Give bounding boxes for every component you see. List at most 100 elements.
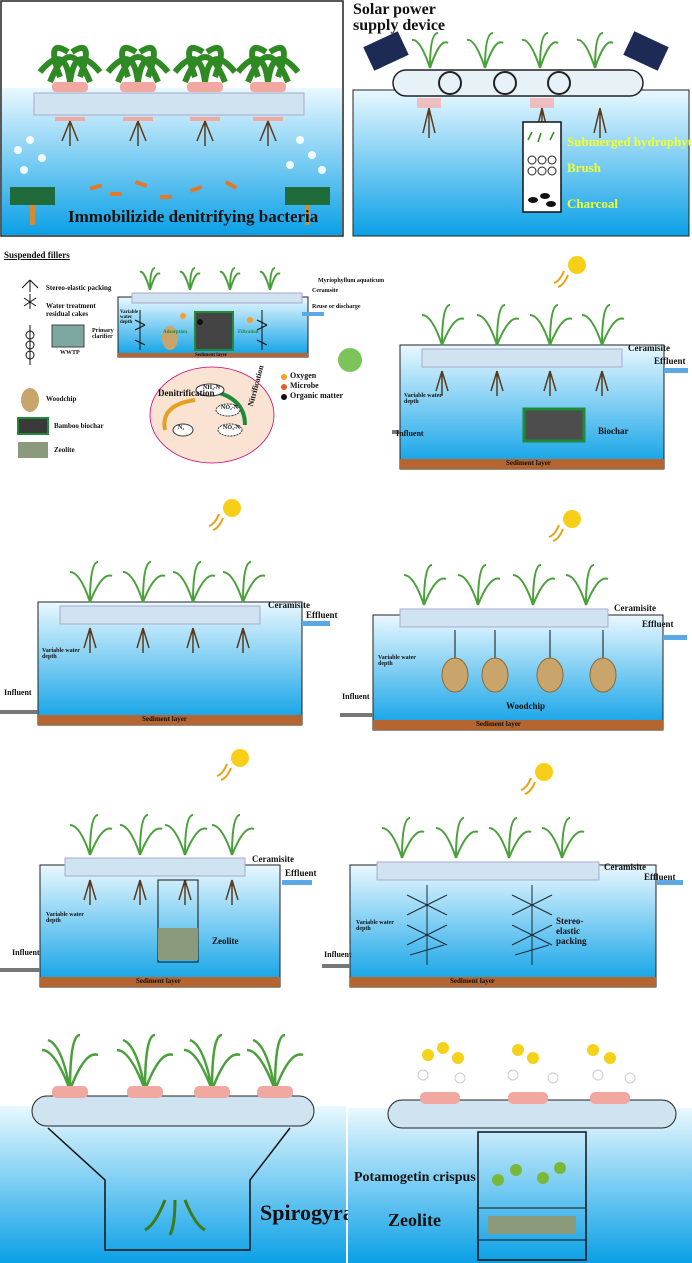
sun-icon [548, 510, 581, 542]
cycle-no2: NO₂-N [221, 405, 239, 411]
depth-label: Variable water depth [42, 648, 80, 660]
sediment-label: Sediment layer [142, 715, 187, 723]
bacteria-carriers [89, 180, 238, 199]
panel-immobilized-bacteria: Immobilizide denitrifying bacteria [0, 0, 344, 237]
wwtp-label: WWTP [60, 350, 80, 356]
media-label: Woodchip [506, 701, 546, 711]
stereo-packing [406, 885, 553, 965]
filtration-label: Filtration [238, 330, 259, 335]
sediment-label: Sediment layer [506, 459, 551, 467]
panel10-drawing [348, 1042, 692, 1263]
sediment-label-3: Sediment layer [195, 353, 228, 358]
ceramsite-label: Ceramisite [604, 862, 646, 872]
myrio-label: Myriophyllum aquaticum [318, 278, 385, 284]
sediment-label: Sediment layer [136, 977, 181, 985]
cycle-no3: NO₃-N [223, 425, 241, 431]
panel1-drawing [0, 0, 344, 237]
panel1-label: Immobilizide denitrifying bacteria [68, 207, 319, 226]
panel7-drawing [0, 749, 312, 988]
fillers-title: Suspended fillers [4, 250, 70, 260]
water-body [353, 90, 689, 236]
panel8-drawing [322, 763, 683, 988]
panel-biochar: Ceramisite Effluent Influent Variable wa… [392, 245, 692, 473]
layer-submerged: Submerged hydrophytes [567, 134, 692, 149]
influent-label: Influent [4, 688, 32, 697]
filler-icons [21, 279, 39, 365]
solar-label: Solar power supply device [353, 1, 446, 34]
legend-dots [281, 374, 287, 400]
plant-row [37, 44, 301, 92]
bubbles [14, 136, 326, 174]
ceramsite-label-3: Ceramsite [312, 288, 339, 294]
panel-ceramsite: Ceramisite Effluent Influent Variable wa… [0, 488, 340, 728]
legend-oxygen: Oxygen [290, 371, 317, 380]
panel-stereo-packing: Ceramisite Effluent Influent Variable wa… [322, 750, 692, 995]
panel2-drawing [352, 31, 690, 237]
plants [411, 32, 614, 69]
left-filler-block [10, 187, 55, 205]
ceramsite-label: Ceramisite [268, 600, 310, 610]
influent-label: Influent [324, 950, 352, 959]
sediment-label: Sediment layer [476, 720, 521, 728]
depth-label: Variable water depth [404, 393, 442, 405]
ceramsite-label: Ceramisite [252, 854, 294, 864]
ceramsite-label: Ceramisite [628, 343, 670, 353]
sun-icon [553, 256, 586, 288]
spirogyra-label: Spirogyra [260, 1200, 354, 1225]
panel-zeolite: Ceramisite Effluent Influent Variable wa… [0, 740, 330, 995]
depth-label: Variable water depth [46, 912, 84, 924]
panel4-drawing [392, 256, 688, 470]
filler-woodchip: Woodchip [46, 395, 77, 403]
media-label: Biochar [598, 426, 629, 436]
filler-biochar: Bamboo biochar [54, 422, 104, 430]
layer-brush: Brush [567, 160, 601, 175]
depth-label: Variable water depth [378, 655, 416, 667]
layer-charcoal: Charcoal [567, 196, 619, 211]
floating-platform [33, 92, 305, 116]
adsorp-label: Adsorption [163, 330, 188, 335]
effluent-label: Effluent [306, 610, 338, 620]
cycle-n2: N₂ [178, 425, 185, 431]
denit-label: Denitrification [158, 388, 215, 398]
right-filler-block [285, 187, 330, 205]
zeolite-label: Zeolite [388, 1210, 441, 1230]
sun-icon [208, 499, 241, 531]
solar-panel-left [363, 31, 409, 71]
flowers [417, 1042, 636, 1084]
effluent-label: Effluent [285, 868, 317, 878]
sun-icon [216, 749, 249, 781]
panel6-drawing [340, 510, 687, 731]
roots [55, 117, 283, 146]
influent-label: Influent [12, 948, 40, 957]
influent-label: Influent [342, 692, 370, 701]
ceramsite-label: Ceramisite [614, 603, 656, 613]
cycle-nh4: NH₄-N [203, 385, 221, 391]
panel9-drawing [0, 1033, 346, 1263]
solar-panel-right [623, 31, 669, 71]
panel3-drawing [17, 267, 362, 464]
influent-label: Influent [396, 429, 424, 438]
effluent-label: Effluent [642, 619, 674, 629]
legend-organic: Organic matter [290, 391, 344, 400]
depth-label: Variable water depth [356, 920, 394, 932]
biochar-block [522, 407, 586, 443]
effluent-label: Effluent [654, 356, 686, 366]
spirogyra-patch [144, 1199, 206, 1236]
filler-stereo: Stereo-elastic packing [46, 284, 112, 292]
panel5-drawing [0, 499, 330, 726]
filler-zeolite: Zeolite [54, 446, 75, 454]
media-label: Stereo-elastic packing [556, 916, 587, 946]
primary-clarifier-label: Primary clarifier [92, 328, 114, 340]
sediment-label: Sediment layer [450, 977, 495, 985]
panel-potamogeton: Potamogetin crispus Zeolite [348, 1030, 692, 1263]
panel-woodchip: Ceramisite Effluent Influent Variable wa… [340, 505, 692, 735]
panel-suspended-fillers: Suspended fillers Stereo-elastic packing… [0, 250, 384, 465]
zeolite-layer [488, 1216, 576, 1234]
filler-residual: Water treatment residual cakes [46, 302, 96, 318]
panel-spirogyra: Spirogyra [0, 1010, 354, 1263]
panel-solar-device: Solar power supply device Submerged hydr… [345, 0, 692, 237]
floating-frame [392, 69, 644, 97]
depth-label-3: Variable water depth [120, 310, 139, 325]
zeolite-block [158, 928, 198, 960]
potamogeton-label: Potamogetin crispus [354, 1170, 476, 1185]
